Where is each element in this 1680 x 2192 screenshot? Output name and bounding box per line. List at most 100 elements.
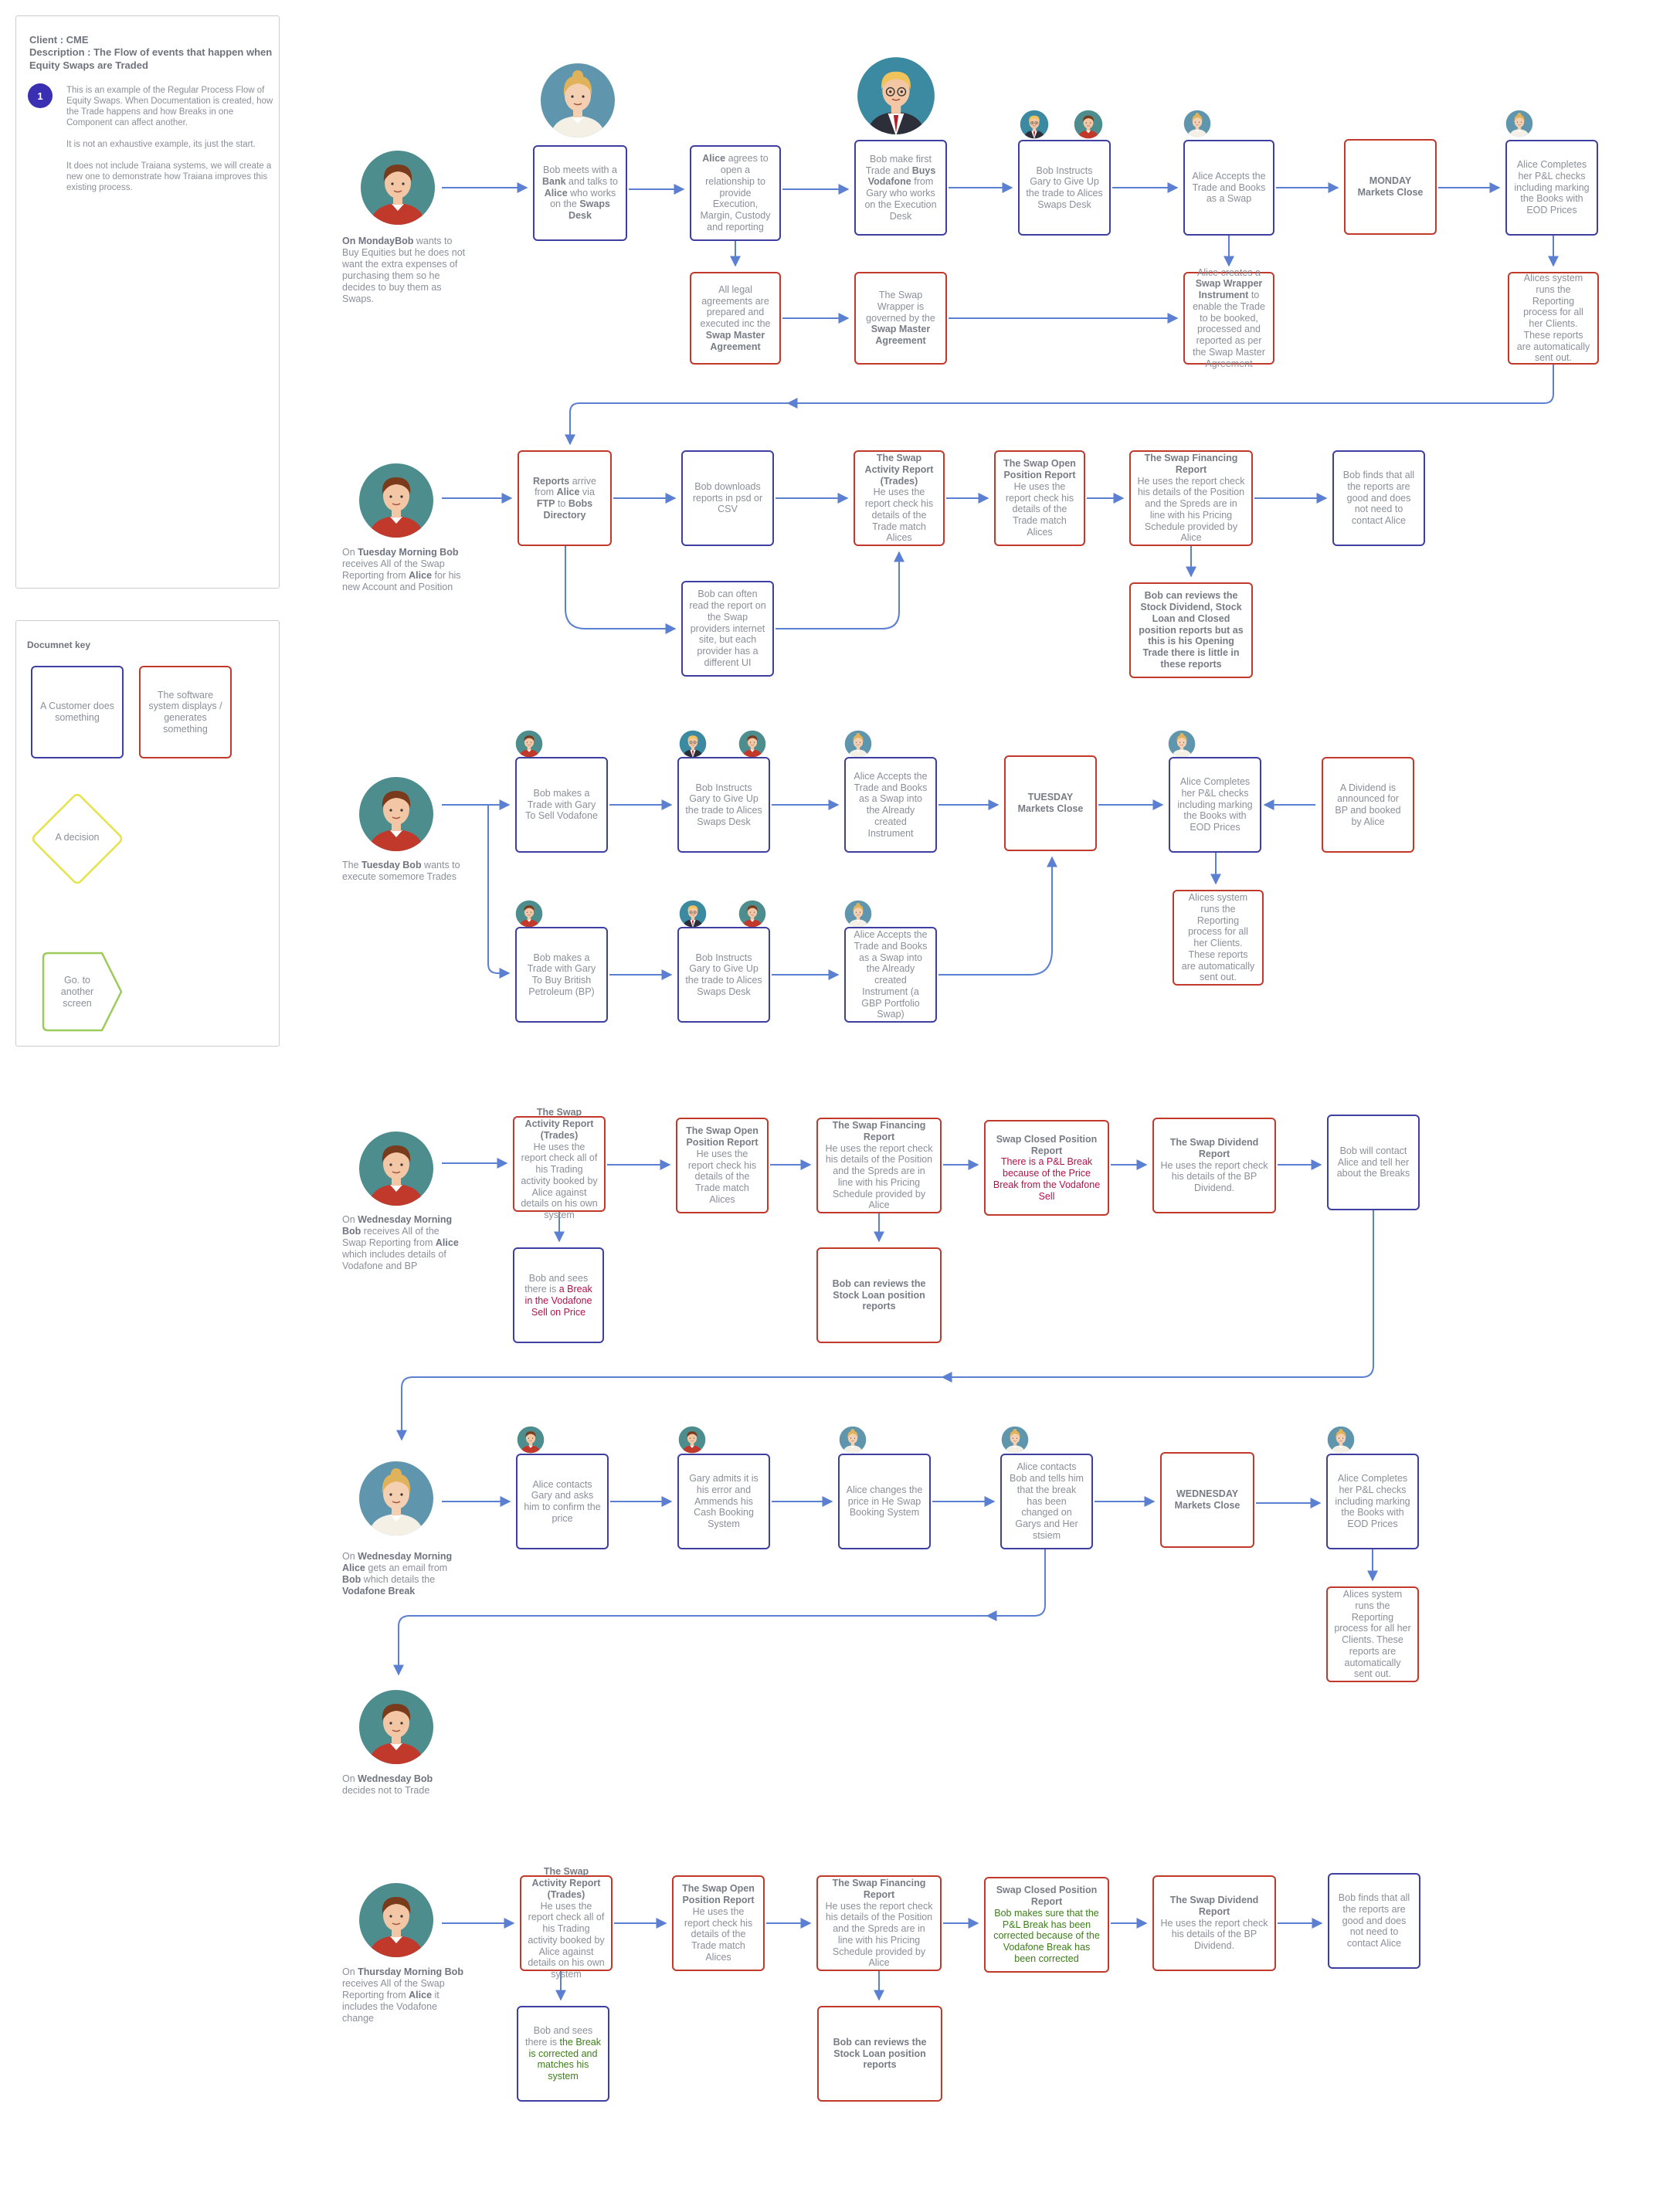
text-fragment: The Swap Wrapper is governed by the xyxy=(866,290,935,324)
system-step-m10[interactable]: Alice creates a Swap Wrapper Instrument … xyxy=(1183,267,1274,369)
system-step-w3[interactable]: The Swap Financing Report He uses the re… xyxy=(816,1118,942,1213)
step-text: WEDNESDAY Markets Close xyxy=(1175,1488,1240,1512)
customer-step-m7[interactable]: Alice Completes her P&L checks including… xyxy=(1505,140,1598,236)
step-text: The Swap Open Position Report He uses th… xyxy=(680,1883,757,1963)
system-step-m8[interactable]: All legal agreements are prepared and ex… xyxy=(690,272,781,365)
step-text: Bob finds that all the reports are good … xyxy=(1340,470,1417,527)
system-step-t3[interactable]: The Swap Activity Report (Trades) He use… xyxy=(854,450,945,546)
system-step-t5[interactable]: The Swap Financing Report He uses the re… xyxy=(1129,450,1253,546)
alice-avatar-icon xyxy=(1001,1426,1029,1454)
text-fragment: Alice Accepts the Trade and Books as a S… xyxy=(854,929,928,1020)
system-step-w1[interactable]: The Swap Activity Report (Trades) He use… xyxy=(513,1107,606,1220)
system-step-w4[interactable]: Swap Closed Position Report There is a P… xyxy=(984,1120,1109,1216)
text-fragment: Swap Closed Position Report xyxy=(996,1133,1098,1156)
system-step-t8[interactable]: Bob can reviews the Stock Dividend, Stoc… xyxy=(1129,582,1253,678)
system-step-a5[interactable]: WEDNESDAY Markets Close xyxy=(1160,1452,1254,1548)
text-fragment: Bob can reviews the Stock Loan position … xyxy=(832,1278,926,1312)
customer-step-w6[interactable]: Bob will contact Alice and tell her abou… xyxy=(1327,1115,1420,1210)
key-goto-label: Go. to another screen xyxy=(60,975,94,1009)
step-text: Bob finds that all the reports are good … xyxy=(1336,1892,1413,1949)
text-fragment: The Swap Dividend Report xyxy=(1169,1895,1259,1917)
text-fragment: On xyxy=(342,1773,358,1784)
text-fragment: Wednesday Morning Bob xyxy=(342,1214,453,1237)
customer-step-a3[interactable]: Alice changes the price in He Swap Booki… xyxy=(838,1454,931,1549)
system-step-u7[interactable]: Alices system runs the Reporting process… xyxy=(1173,890,1264,986)
step-text: Bob and sees there is a Break in the Vod… xyxy=(521,1273,596,1318)
step-text: The Swap Activity Report (Trades) He use… xyxy=(861,453,937,544)
customer-step-t2[interactable]: Bob downloads reports in psd or CSV xyxy=(681,450,774,546)
customer-step-u10[interactable]: Alice Accepts the Trade and Books as a S… xyxy=(844,927,937,1023)
key-decision-diamond xyxy=(32,793,123,884)
step-text: The Swap Financing Report He uses the re… xyxy=(1137,453,1245,544)
customer-step-m1[interactable]: Bob meets with a Bank and talks to Alice… xyxy=(533,145,627,241)
caption-tuesday-morning: On Tuesday Morning Bob receives All of t… xyxy=(342,547,466,593)
system-step-w2[interactable]: The Swap Open Position Report He uses th… xyxy=(676,1118,769,1213)
customer-step-u2[interactable]: Bob Instructs Gary to Give Up the trade … xyxy=(677,757,770,853)
customer-step-m3[interactable]: Bob make first Trade and Buys Vodafone f… xyxy=(854,140,947,236)
customer-step-a2[interactable]: Gary admits it is his error and Ammends … xyxy=(677,1454,770,1549)
flow-arrow xyxy=(786,365,1554,409)
text-fragment: it includes the Vodafone change xyxy=(342,1990,440,2024)
customer-step-a4[interactable]: Alice contacts Bob and tells him that th… xyxy=(1000,1454,1093,1549)
system-step-h8[interactable]: Bob can reviews the Stock Loan position … xyxy=(817,2006,942,2102)
system-step-m6[interactable]: MONDAY Markets Close xyxy=(1344,139,1437,235)
bob-avatar-icon xyxy=(359,1132,433,1206)
text-fragment: Alice xyxy=(409,570,433,581)
customer-step-u5[interactable]: Alice Completes her P&L checks including… xyxy=(1169,757,1261,853)
system-step-u6[interactable]: A Dividend is announced for BP and booke… xyxy=(1322,757,1414,853)
customer-step-m5[interactable]: Alice Accepts the Trade and Books as a S… xyxy=(1183,140,1274,236)
system-step-t4[interactable]: The Swap Open Position Report He uses th… xyxy=(994,450,1085,546)
system-step-w8[interactable]: Bob can reviews the Stock Loan position … xyxy=(816,1247,942,1343)
customer-step-w7[interactable]: Bob and sees there is a Break in the Vod… xyxy=(513,1247,604,1343)
customer-step-t7[interactable]: Bob can often read the report on the Swa… xyxy=(681,581,774,677)
system-step-t1[interactable]: Reports arrive from Alice via FTP to Bob… xyxy=(518,450,612,546)
text-fragment: The Swap Financing Report xyxy=(832,1878,926,1900)
alice-avatar-icon xyxy=(844,900,872,928)
text-fragment: to xyxy=(555,498,568,509)
step-badge[interactable]: 1 xyxy=(28,83,53,108)
step-text: Swap Closed Position Report There is a P… xyxy=(992,1134,1101,1203)
text-fragment: TUESDAY Markets Close xyxy=(1017,792,1084,814)
key-goto-shape xyxy=(42,952,123,1032)
text-fragment: Bob finds that all the reports are good … xyxy=(1342,470,1415,527)
customer-step-m2[interactable]: Alice agrees to open a relationship to p… xyxy=(690,145,781,241)
customer-step-a6[interactable]: Alice Completes her P&L checks including… xyxy=(1326,1454,1419,1549)
text-fragment: Bob Instructs Gary to Give Up the trade … xyxy=(685,782,762,827)
description-note-3: It does not include Traiana systems, we … xyxy=(66,161,272,193)
text-fragment: the Break is corrected and matches his s… xyxy=(528,2036,601,2082)
system-step-m11[interactable]: Alices system runs the Reporting process… xyxy=(1508,272,1599,365)
flow-arrow xyxy=(986,1549,1046,1621)
customer-step-u3[interactable]: Alice Accepts the Trade and Books as a S… xyxy=(844,757,937,853)
bob-avatar-icon xyxy=(738,730,766,758)
system-step-h5[interactable]: The Swap Dividend Report He uses the rep… xyxy=(1152,1875,1276,1971)
customer-step-u9[interactable]: Bob Instructs Gary to Give Up the trade … xyxy=(677,927,770,1023)
bob-avatar-icon xyxy=(738,900,766,928)
step-text: Alices system runs the Reporting process… xyxy=(1180,892,1256,983)
step-text: Alice Accepts the Trade and Books as a S… xyxy=(1191,171,1267,205)
step-text: Bob can reviews the Stock Loan position … xyxy=(824,1278,934,1312)
step-text: Alice contacts Gary and asks him to conf… xyxy=(524,1479,601,1525)
text-fragment: On xyxy=(342,1551,358,1562)
step-text: Bob meets with a Bank and talks to Alice… xyxy=(541,165,619,222)
customer-step-u8[interactable]: Bob makes a Trade with Gary To Buy Briti… xyxy=(515,927,608,1023)
customer-step-m4[interactable]: Bob Instructs Gary to Give Up the trade … xyxy=(1018,140,1111,236)
system-step-h1[interactable]: The Swap Activity Report (Trades) He use… xyxy=(520,1866,613,1979)
customer-step-h7[interactable]: Bob and sees there is the Break is corre… xyxy=(517,2006,609,2102)
document-key-title: Documnet key xyxy=(27,640,91,650)
customer-step-a1[interactable]: Alice contacts Gary and asks him to conf… xyxy=(516,1454,609,1549)
system-step-h3[interactable]: The Swap Financing Report He uses the re… xyxy=(816,1875,942,1971)
system-step-w5[interactable]: The Swap Dividend Report He uses the rep… xyxy=(1152,1118,1276,1213)
customer-step-u1[interactable]: Bob makes a Trade with Gary To Sell Voda… xyxy=(515,757,608,853)
step-text: The Swap Financing Report He uses the re… xyxy=(824,1878,934,1969)
text-fragment: Bob finds that all the reports are good … xyxy=(1338,1892,1410,1949)
text-fragment: Alice Accepts the Trade and Books as a S… xyxy=(854,770,928,839)
system-step-a7[interactable]: Alices system runs the Reporting process… xyxy=(1326,1586,1419,1682)
text-fragment: for his new Account and Position xyxy=(342,570,461,592)
customer-step-t6[interactable]: Bob finds that all the reports are good … xyxy=(1332,450,1425,546)
text-fragment: Alice Completes her P&L checks including… xyxy=(1335,1473,1410,1530)
system-step-m9[interactable]: The Swap Wrapper is governed by the Swap… xyxy=(854,272,947,365)
system-step-u4[interactable]: TUESDAY Markets Close xyxy=(1004,755,1097,851)
system-step-h2[interactable]: The Swap Open Position Report He uses th… xyxy=(672,1875,765,1971)
customer-step-h6[interactable]: Bob finds that all the reports are good … xyxy=(1328,1873,1420,1969)
system-step-h4[interactable]: Swap Closed Position Report Bob makes su… xyxy=(984,1877,1109,1973)
